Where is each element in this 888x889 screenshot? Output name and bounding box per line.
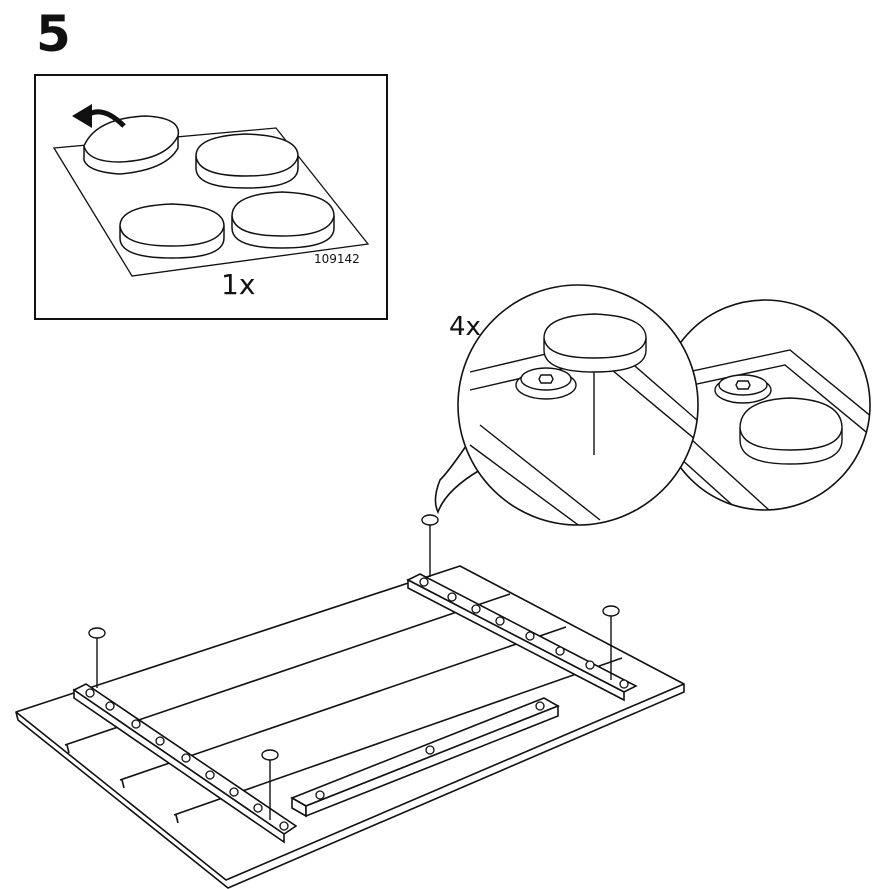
detail-quantity-label: 4x (449, 312, 481, 342)
rail-right (406, 573, 638, 702)
screw-head-icon (714, 374, 772, 404)
rail-center (290, 697, 560, 818)
peeled-pad (83, 115, 180, 175)
part-number: 109142 (314, 252, 360, 266)
screw-head-icon (515, 367, 577, 400)
adhesive-pad (739, 397, 843, 465)
adhesive-pad (119, 203, 225, 259)
parts-inset: 109142 1x (34, 74, 388, 320)
adhesive-pad (231, 191, 335, 249)
adhesive-pad (195, 133, 299, 189)
adhesive-pads-placement (88, 514, 620, 820)
detail-circle-before (434, 284, 699, 526)
adhesive-pad (543, 313, 647, 373)
step-number: 5 (36, 5, 71, 63)
adhesive-pad-sheet-illustration (52, 104, 370, 277)
quantity-label: 1x (221, 268, 256, 301)
screw-holes (85, 577, 629, 831)
